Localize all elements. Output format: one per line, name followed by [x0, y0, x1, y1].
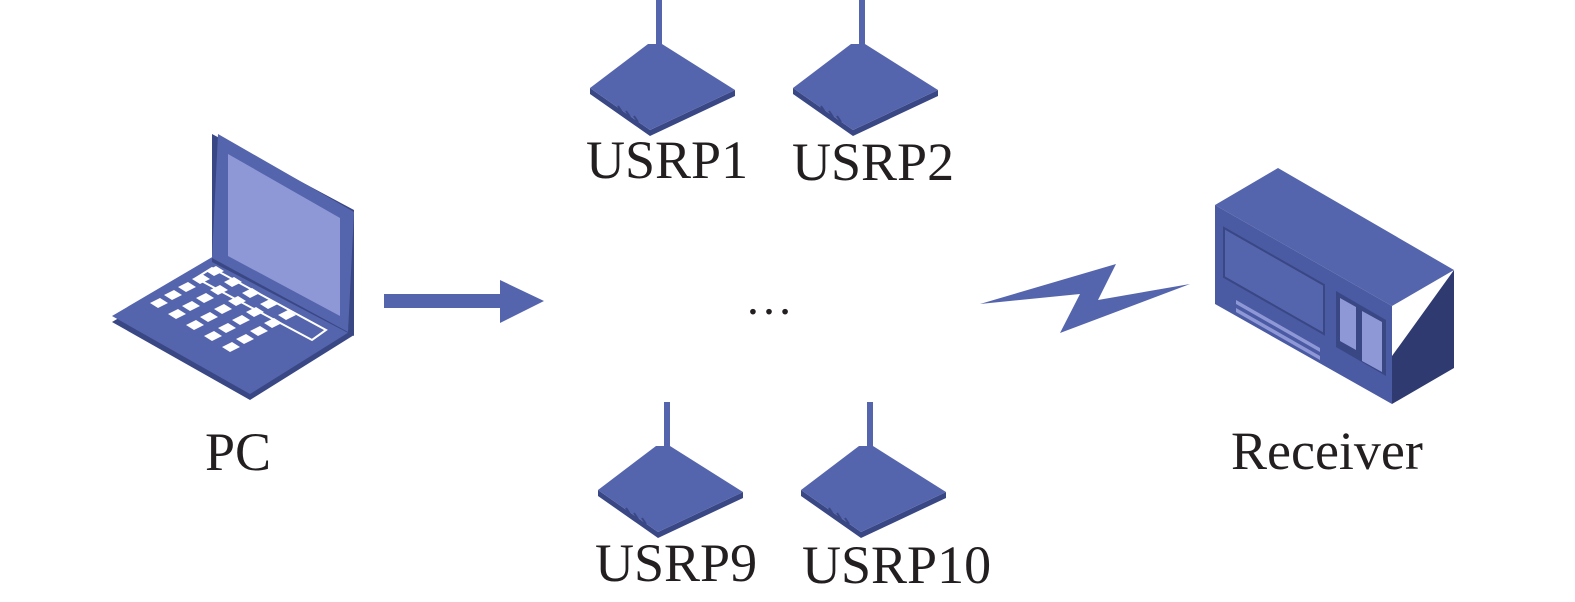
- keyboard-key: [278, 310, 296, 320]
- keyboard-key: [182, 301, 200, 311]
- keyboard-key: [206, 266, 224, 276]
- laptop-icon: [112, 134, 354, 400]
- keyboard-key: [214, 304, 232, 314]
- usrp1-router-icon: [589, 0, 736, 137]
- keyboard-key: [196, 293, 214, 303]
- receiver-label: Receiver: [1231, 421, 1423, 481]
- keyboard-key: [232, 315, 250, 325]
- keyboard-key: [160, 271, 178, 281]
- keyboard-key: [260, 299, 278, 309]
- keyboard-key: [150, 298, 168, 308]
- usrp10-label: USRP10: [802, 535, 992, 595]
- keyboard-key: [242, 288, 260, 298]
- keyboard-key: [164, 290, 182, 300]
- keyboard-key: [210, 285, 228, 295]
- arrow-right-icon: [384, 280, 544, 323]
- keyboard-key: [222, 342, 240, 352]
- keyboard-key: [228, 296, 246, 306]
- usrp2-label: USRP2: [792, 132, 955, 192]
- keyboard-key: [250, 326, 268, 336]
- keyboard-key: [192, 274, 210, 284]
- keyboard-key: [264, 318, 282, 328]
- usrp10-router-icon: [800, 401, 947, 539]
- usrp9-label: USRP9: [595, 533, 758, 593]
- keyboard-key: [188, 255, 206, 265]
- usrp1-label: USRP1: [586, 130, 749, 190]
- keyboard-key: [204, 331, 222, 341]
- ellipsis-label: …: [745, 272, 793, 325]
- keyboard-key: [174, 263, 192, 273]
- lightning-bolt-icon: [980, 264, 1190, 333]
- pc-label: PC: [205, 422, 272, 482]
- keyboard-key: [200, 312, 218, 322]
- usrp2-router-icon: [792, 0, 939, 137]
- keyboard-key: [236, 334, 254, 344]
- receiver-unit-icon: [1215, 168, 1454, 404]
- keyboard-key: [186, 320, 204, 330]
- keyboard-key: [224, 277, 242, 287]
- keyboard-key: [218, 323, 236, 333]
- keyboard-key: [178, 282, 196, 292]
- keyboard-key: [146, 279, 164, 289]
- usrp9-router-icon: [597, 401, 744, 539]
- keyboard-key: [132, 287, 150, 297]
- keyboard-key: [168, 309, 186, 319]
- keyboard-key: [246, 307, 264, 317]
